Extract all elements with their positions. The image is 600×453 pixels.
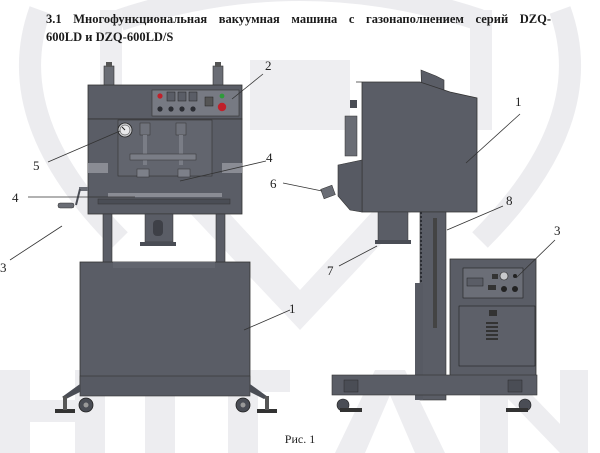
sealing-bar-right — [177, 168, 191, 178]
cabinet-control-panel — [462, 267, 524, 299]
leveling-foot-right — [257, 409, 277, 413]
callout-4-right: 4 — [266, 150, 273, 165]
callout-4-left: 4 — [12, 190, 19, 205]
callout-1-front: 1 — [289, 301, 296, 316]
gas-nozzle — [320, 184, 336, 200]
knob-1 — [157, 106, 163, 112]
heading-line-2: 600LD и DZQ-600LD/S — [46, 30, 174, 44]
side-view — [320, 69, 538, 412]
indicator-lamp-green — [219, 93, 225, 99]
sealing-bar-left — [136, 168, 150, 178]
callout-8: 8 — [506, 193, 513, 208]
callout-3-side: 3 — [554, 223, 561, 238]
section-heading: 3.1 Многофункциональная вакуумная машина… — [46, 10, 551, 46]
knob-3 — [179, 106, 185, 112]
cabinet-vent — [486, 322, 498, 340]
base-frame — [331, 374, 538, 396]
machine-body-side — [356, 81, 478, 213]
selector-switch — [204, 96, 214, 107]
top-cylinder-left — [103, 62, 115, 89]
leveling-foot-left — [55, 409, 75, 413]
callout-3-front: 3 — [0, 260, 7, 275]
callout-6: 6 — [270, 176, 277, 191]
machine-body — [79, 261, 251, 389]
emergency-stop-button — [217, 102, 227, 112]
knob-4 — [190, 106, 196, 112]
front-view — [55, 62, 277, 413]
crank-handle — [57, 187, 88, 209]
knob-2 — [168, 106, 174, 112]
heading-line-1: 3.1 Многофункциональная вакуумная машина… — [46, 12, 551, 26]
vacuum-nozzle-block — [377, 211, 409, 243]
callout-5: 5 — [33, 158, 40, 173]
callout-labels: 2 5 4 4 3 1 1 6 8 7 3 — [0, 58, 561, 316]
top-cylinder-right — [212, 62, 224, 89]
display-2 — [177, 91, 187, 102]
display-1 — [166, 91, 176, 102]
callout-1-side: 1 — [515, 94, 522, 109]
control-panel — [151, 89, 240, 117]
pressure-gauge — [117, 122, 133, 138]
cabinet-gauge — [499, 271, 509, 281]
figure-caption: Рис. 1 — [284, 432, 316, 446]
display-3 — [188, 91, 198, 102]
indicator-lamp-red — [157, 93, 163, 99]
callout-2: 2 — [265, 58, 272, 73]
callouts — [9, 73, 556, 331]
callout-7: 7 — [327, 263, 334, 278]
